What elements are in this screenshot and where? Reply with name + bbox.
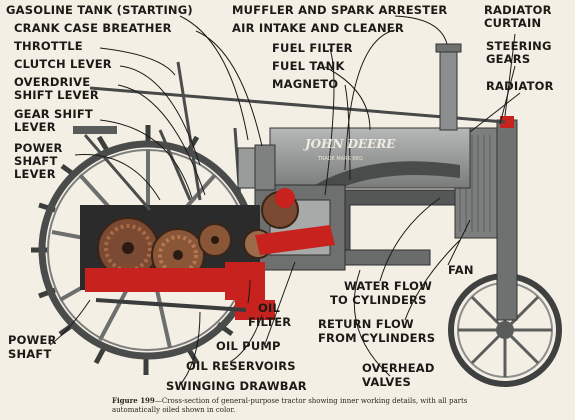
label-overdrive-2: SHIFT LEVER: [14, 88, 99, 102]
label-oil-pump: OIL PUMP: [216, 339, 281, 353]
control-levers: [83, 61, 242, 211]
drawbar: [95, 298, 247, 312]
label-throttle: THROTTLE: [14, 39, 83, 53]
label-muffler: MUFFLER AND SPARK ARRESTER: [232, 3, 448, 17]
figure-caption: Figure 199—Cross-section of general-purp…: [112, 396, 472, 415]
label-power-shaft-lever-3: LEVER: [14, 167, 56, 181]
label-gear-shift-1: GEAR SHIFT: [14, 107, 93, 121]
radiator-cap: [500, 116, 514, 128]
seat: [73, 126, 117, 134]
label-air-intake: AIR INTAKE AND CLEANER: [232, 21, 404, 35]
label-water-flow-2: TO CYLINDERS: [330, 293, 427, 307]
label-oil-reservoirs: OIL RESERVOIRS: [186, 359, 296, 373]
label-overhead-valves-2: VALVES: [362, 375, 412, 389]
label-power-shaft-1: POWER: [8, 333, 57, 347]
crank-case-breather: [254, 144, 276, 191]
label-radiator: RADIATOR: [486, 79, 554, 93]
label-steering-gears-1: STEERING: [486, 39, 552, 53]
steering-shaft: [89, 86, 506, 124]
label-overdrive-1: OVERDRIVE: [14, 75, 91, 89]
label-crank-case-breather: CRANK CASE BREATHER: [14, 21, 172, 35]
label-radiator-curtain-2: CURTAIN: [484, 16, 542, 30]
caption-text: —Cross-section of general-purpose tracto…: [112, 397, 468, 414]
label-return-flow-2: FROM CYLINDERS: [318, 331, 436, 345]
label-fan: FAN: [448, 263, 474, 277]
hood-brand-sub: TRADE MARK REG: [317, 156, 363, 162]
muffler-cap: [435, 43, 462, 53]
label-power-shaft-2: SHAFT: [8, 347, 52, 361]
label-fuel-tank: FUEL TANK: [272, 59, 345, 73]
label-overhead-valves-1: OVERHEAD: [362, 361, 435, 375]
label-oil-filter-1: OIL: [258, 301, 280, 315]
leader-lines: [49, 15, 521, 386]
steering-post: [496, 119, 518, 321]
label-oil-filter-2: FILTER: [248, 315, 292, 329]
label-radiator-curtain-1: RADIATOR: [484, 3, 552, 17]
label-steering-gears-2: GEARS: [486, 52, 531, 66]
label-clutch-lever: CLUTCH LEVER: [14, 57, 112, 71]
label-water-flow-1: WATER FLOW: [344, 279, 432, 293]
label-swinging-drawbar: SWINGING DRAWBAR: [166, 379, 307, 393]
label-magneto: MAGNETO: [272, 77, 339, 91]
hood-brand: JOHN DEERE: [303, 137, 396, 151]
front-wheel: [448, 273, 562, 387]
label-gear-shift-2: LEVER: [14, 120, 56, 134]
water-pipe: [334, 189, 456, 251]
label-gasoline-tank: GASOLINE TANK (STARTING): [6, 3, 193, 17]
muffler-stack: [439, 47, 458, 131]
label-power-shaft-lever-1: POWER: [14, 141, 63, 155]
label-fuel-filter: FUEL FILTER: [272, 41, 353, 55]
label-power-shaft-lever-2: SHAFT: [14, 154, 58, 168]
air-intake-pipe: [300, 161, 460, 208]
caption-figure-number: Figure 199: [112, 396, 155, 405]
oil-system-red: [85, 188, 335, 320]
label-return-flow-1: RETURN FLOW: [318, 317, 414, 331]
